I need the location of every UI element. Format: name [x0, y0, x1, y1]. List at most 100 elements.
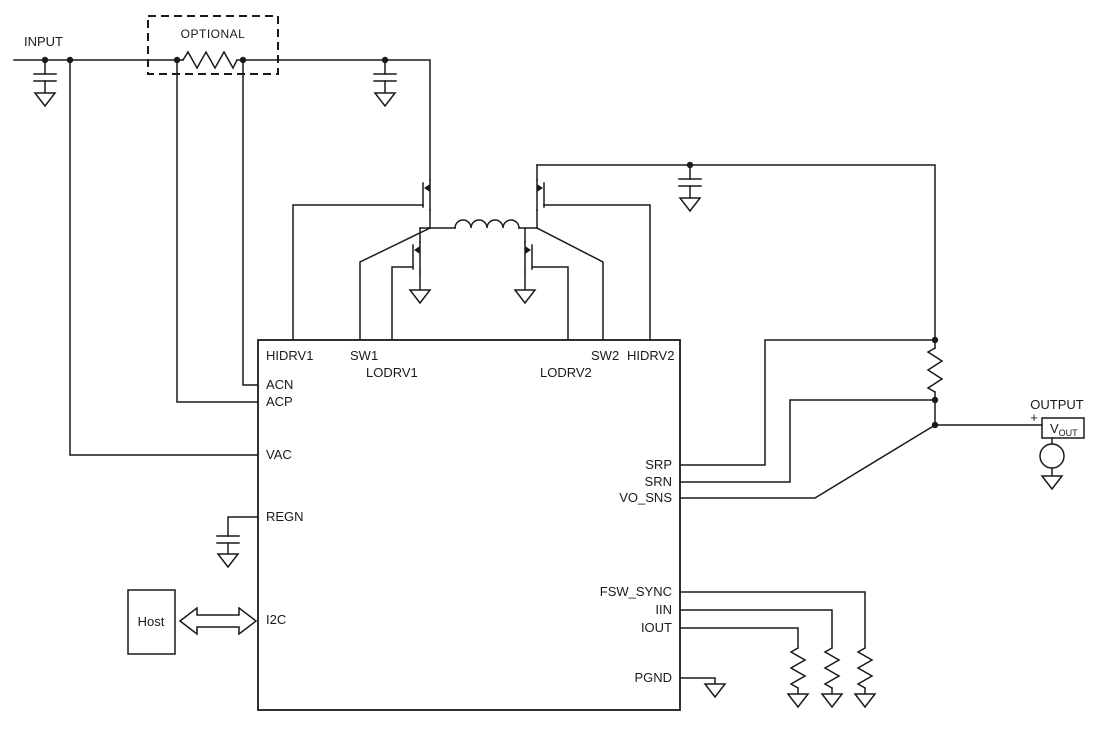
pin-label-srp: SRP [645, 457, 672, 472]
host-block: Host [127, 589, 176, 655]
resistor-zigzag [823, 646, 841, 690]
junction-dot [239, 56, 247, 64]
wire [543, 204, 651, 341]
fet-arrow-icon [424, 184, 430, 192]
host-box [127, 589, 176, 655]
ground-icon [1040, 475, 1064, 491]
mosfet-q1-high-side-1 [422, 179, 431, 229]
junction-dot [66, 56, 74, 64]
ground-icon [513, 289, 537, 305]
input-decoupling-capacitor [373, 59, 397, 108]
pin-label-pgnd: PGND [634, 670, 672, 685]
vout-plus-sign: + [1030, 410, 1038, 425]
i2c-bidirectional-arrow-icon [178, 606, 258, 636]
wire [535, 226, 604, 341]
mosfet-q4-high-side-2 [536, 164, 545, 229]
optional-dashed-box [147, 15, 279, 75]
input-label: INPUT [24, 34, 63, 49]
output-label: OUTPUT [1030, 397, 1084, 412]
junction-dot [173, 56, 181, 64]
resistor-zigzag [926, 346, 944, 394]
ground-icon [853, 693, 877, 709]
ground-icon [786, 693, 810, 709]
ground-icon [678, 197, 702, 213]
wire [242, 59, 259, 386]
inductor [429, 219, 538, 229]
resistor-zigzag [856, 646, 874, 690]
pin-label-hidrv2: HIDRV2 [627, 348, 674, 363]
acp-net [176, 59, 259, 403]
output-terminal: OUTPUT [934, 397, 1084, 426]
pin-label-fswsync: FSW_SYNC [600, 584, 672, 599]
pin-label-vac: VAC [266, 447, 292, 462]
iin-pull-resistor [679, 609, 844, 709]
wire [176, 59, 259, 403]
fet-arrow-icon [525, 246, 531, 254]
pin-label-regn: REGN [266, 509, 304, 524]
sw2-net [535, 226, 604, 341]
inductor-coil [454, 219, 520, 229]
junction-dot [381, 56, 389, 64]
wire [391, 266, 414, 341]
vout-label-subscript: OUT [1059, 428, 1079, 438]
pin-label-iout: IOUT [641, 620, 672, 635]
wire [679, 399, 936, 483]
srp-net [679, 339, 936, 466]
pin-label-hidrv1: HIDRV1 [266, 348, 313, 363]
junction-dot [931, 421, 939, 429]
resistor-zigzag [789, 646, 807, 690]
wire [679, 339, 936, 466]
ground-icon [373, 92, 397, 108]
junction-dot [931, 396, 939, 404]
hidrv2-net [543, 204, 651, 341]
pin-label-i2c: I2C [266, 612, 286, 627]
charger-ic-body [257, 339, 681, 711]
iout-pull-resistor [679, 627, 810, 709]
pin-label-sw2: SW2 [591, 348, 619, 363]
ground-icon [820, 693, 844, 709]
fsw-sync-pull-resistor [679, 591, 877, 709]
pin-label-acn: ACN [266, 377, 293, 392]
wire [679, 423, 937, 499]
ground-icon [33, 92, 57, 108]
pin-label-vosns: VO_SNS [619, 490, 672, 505]
junction-dots [41, 56, 939, 429]
wire [227, 516, 259, 537]
pin-label-srn: SRN [645, 474, 672, 489]
wire [292, 204, 424, 341]
pin-label-acp: ACP [266, 394, 293, 409]
mosfet-q3-low-side-2 [513, 227, 537, 305]
vac-net [69, 59, 259, 456]
wire [359, 226, 432, 341]
pin-label-sw1: SW1 [350, 348, 378, 363]
output-capacitor [678, 164, 702, 213]
wire [679, 627, 799, 649]
junction-dot [41, 56, 49, 64]
wire [236, 59, 431, 181]
pin-label-lodrv2: LODRV2 [540, 365, 592, 380]
mosfet-q2-low-side-1 [408, 227, 432, 305]
input-rail [13, 59, 431, 181]
ground-icon [216, 553, 240, 569]
sw1-net [359, 226, 432, 341]
regn-capacitor [216, 516, 259, 569]
optional-sense-resistor: OPTIONAL [147, 15, 279, 75]
voltage-source-icon [1039, 443, 1065, 469]
host-label: Host [138, 614, 165, 629]
optional-label: OPTIONAL [181, 27, 246, 41]
lodrv2-net [531, 266, 569, 341]
vout-label-v: V [1050, 421, 1059, 436]
pin-label-iin: IIN [655, 602, 672, 617]
wire [69, 59, 259, 456]
wire [531, 266, 569, 341]
wire [679, 591, 866, 649]
resistor-zigzag [181, 50, 239, 70]
vosns-net [679, 423, 937, 499]
output-rail [536, 164, 936, 341]
vout-label: VOUT [1050, 421, 1078, 438]
current-sense-resistor [926, 339, 944, 426]
srn-net [679, 399, 936, 483]
fet-arrow-icon [414, 246, 420, 254]
